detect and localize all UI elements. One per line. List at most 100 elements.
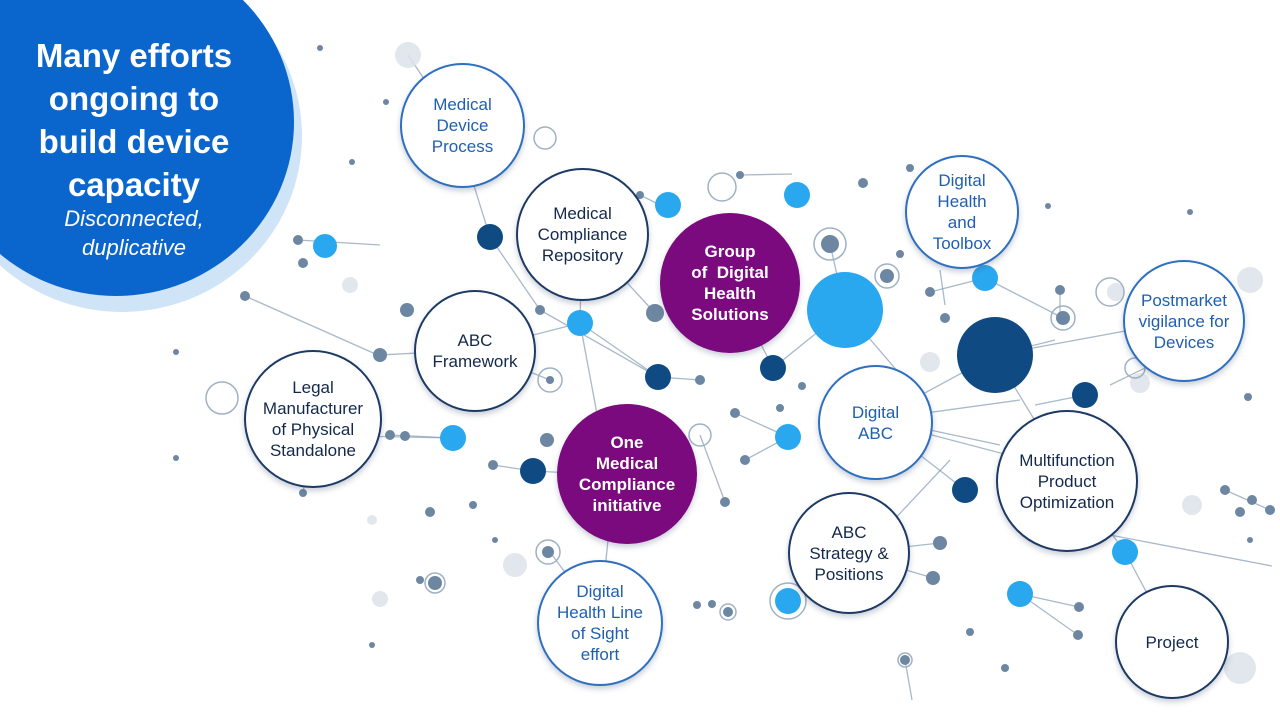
network-dot [317, 45, 323, 51]
node-label-line: Compliance [578, 475, 676, 494]
network-dot [1244, 393, 1252, 401]
network-line [739, 173, 793, 176]
network-ring [533, 126, 557, 150]
node-label-line: effort [580, 645, 620, 664]
node-label-line: ABC [858, 423, 893, 443]
node-label-line: ABC [457, 331, 493, 350]
node-label-line: Medical [433, 95, 492, 114]
network-dot [1072, 382, 1098, 408]
node-label: Project [1146, 632, 1199, 653]
node-abc-framework: ABC Framework [414, 290, 536, 412]
node-label-line: Strategy & [809, 543, 889, 563]
network-ring [874, 263, 900, 289]
network-dot [173, 455, 179, 461]
node-legal-manufacturer-of-physical-standalone: Legal Manufacturer of Physical Standalon… [244, 350, 382, 488]
node-label-line: Multifunction [1019, 450, 1115, 470]
network-dot [400, 431, 410, 441]
network-dot [240, 291, 250, 301]
network-dot [798, 382, 806, 390]
node-label-line: and [947, 213, 977, 232]
network-ring [205, 381, 239, 415]
node-label: ABC Strategy & Positions [809, 522, 888, 585]
network-dot [477, 224, 503, 250]
node-label-line: initiative [592, 496, 662, 515]
node-label-line: of Digital [691, 263, 769, 282]
network-dot [952, 477, 978, 503]
network-dot [920, 352, 940, 372]
network-dot [646, 304, 664, 322]
node-digital-health-line-of-sight-effort: Digital Health Line of Sight effort [537, 560, 663, 686]
node-label: Postmarket vigilance for Devices [1139, 290, 1230, 353]
node-label-line: Group [704, 242, 756, 261]
headline-title-line: ongoing to [48, 80, 220, 117]
network-dot [546, 376, 554, 384]
network-dot [428, 576, 442, 590]
network-dot [1220, 485, 1230, 495]
network-dot [395, 42, 421, 68]
network-dot [957, 317, 1033, 393]
network-dot [858, 178, 868, 188]
node-label-line: Device [436, 116, 489, 135]
network-dot [173, 349, 179, 355]
network-dot [1112, 539, 1138, 565]
network-ring [535, 539, 561, 565]
node-label-line: Positions [814, 564, 884, 584]
network-dot [645, 364, 671, 390]
network-dot [1247, 537, 1253, 543]
network-dot [896, 250, 904, 258]
network-dot [720, 497, 730, 507]
network-dot [966, 628, 974, 636]
network-dot [1235, 507, 1245, 517]
network-dot [784, 182, 810, 208]
headline-title: Many efforts ongoing to build device cap… [0, 34, 268, 206]
network-dot [760, 355, 786, 381]
node-label-line: Digital [851, 402, 900, 422]
network-dot [1074, 602, 1084, 612]
node-label: Digital Health and Toolbox [933, 170, 992, 254]
node-label-line: Framework [432, 352, 518, 371]
network-dot [776, 404, 784, 412]
network-ring [707, 172, 737, 202]
node-label-line: Digital [576, 582, 624, 601]
node-label-line: Optimization [1019, 492, 1115, 512]
node-label: Digital Health Line of Sight effort [557, 581, 643, 665]
node-label-line: Standalone [269, 441, 356, 460]
network-dot [972, 265, 998, 291]
node-medical-compliance-repository: Medical Compliance Repository [516, 168, 649, 301]
network-dot [708, 600, 716, 608]
network-dot [926, 571, 940, 585]
node-label-line: One [610, 433, 644, 452]
network-dot [488, 460, 498, 470]
network-ring [1050, 305, 1076, 331]
network-dot [655, 192, 681, 218]
node-label: Medical Compliance Repository [538, 203, 628, 266]
network-line [929, 429, 1001, 446]
node-label-line: Process [431, 137, 494, 156]
network-ring [813, 227, 847, 261]
node-label: Multifunction Product Optimization [1019, 450, 1114, 513]
network-line [984, 277, 1064, 319]
node-medical-device-process: Medical Device Process [400, 63, 525, 188]
network-dot [775, 588, 801, 614]
node-postmarket-vigilance-for-devices: Postmarket vigilance for Devices [1123, 260, 1245, 382]
network-dots [173, 42, 1275, 684]
network-dot [900, 655, 910, 665]
node-label-line: Manufacturer [262, 399, 364, 418]
node-one-medical-compliance-initiative: One Medical Compliance initiative [557, 404, 697, 544]
network-line [539, 309, 659, 378]
network-dot [807, 272, 883, 348]
network-dot [425, 507, 435, 517]
network-connection-lines [244, 54, 1273, 701]
network-line [699, 434, 726, 503]
node-label-line: Toolbox [932, 234, 992, 253]
network-ring [424, 572, 446, 594]
node-label-line: vigilance for [1138, 311, 1230, 331]
node-label-line: Compliance [537, 225, 628, 244]
network-dot [313, 234, 337, 258]
network-dot [736, 171, 744, 179]
network-dot [540, 433, 554, 447]
node-label-line: Repository [541, 246, 624, 265]
network-ring [1095, 277, 1125, 307]
node-label: One Medical Compliance initiative [579, 432, 675, 516]
node-label-line: Postmarket [1141, 290, 1227, 310]
